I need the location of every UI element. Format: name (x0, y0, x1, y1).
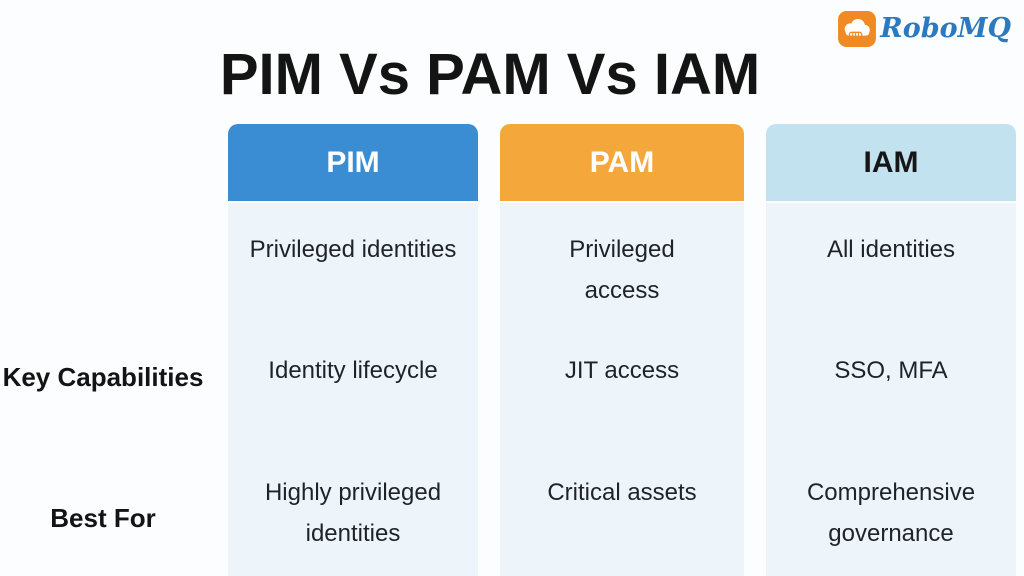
column-header-iam: IAM (766, 124, 1016, 201)
cell-iam-best-for: Comprehensive governance (806, 479, 976, 547)
cell-iam-key-capabilities: SSO, MFA (834, 357, 948, 384)
row-label-best-for: Best For (50, 503, 156, 533)
cell-pam-best-for: Critical assets (547, 479, 697, 506)
column-pim: PIM Privileged identities Identity lifec… (228, 124, 478, 576)
column-header-pam: PAM (500, 124, 744, 201)
cell-pim-best-for: Highly privileged identities (264, 479, 442, 547)
page-title: PIM Vs PAM Vs IAM (219, 41, 761, 107)
cell-iam-focus: All identities (826, 236, 956, 263)
column-body-pim: Privileged identities Identity lifecycle… (228, 203, 478, 576)
cloud-robot-icon (838, 11, 877, 47)
column-body-iam: All identities SSO, MFA Comprehensive go… (766, 203, 1016, 576)
cell-pam-focus: Privileged access (569, 236, 675, 304)
column-iam: IAM All identities SSO, MFA Comprehensiv… (766, 124, 1016, 576)
row-label-key-capabilities: Key Capabilities (2, 362, 204, 392)
column-pam: PAM Privileged access JIT access Critica… (500, 124, 744, 576)
column-body-pam: Privileged access JIT access Critical as… (500, 203, 744, 576)
cell-pim-key-capabilities: Identity lifecycle (268, 357, 438, 384)
column-header-pim: PIM (228, 124, 478, 201)
brand-name: RoboMQ (880, 13, 1011, 44)
cell-pam-key-capabilities: JIT access (564, 357, 680, 384)
comparison-table: PIM Privileged identities Identity lifec… (228, 124, 1016, 576)
cell-pim-focus: Privileged identities (249, 236, 457, 263)
robomq-logo: RoboMQ (838, 11, 1011, 47)
